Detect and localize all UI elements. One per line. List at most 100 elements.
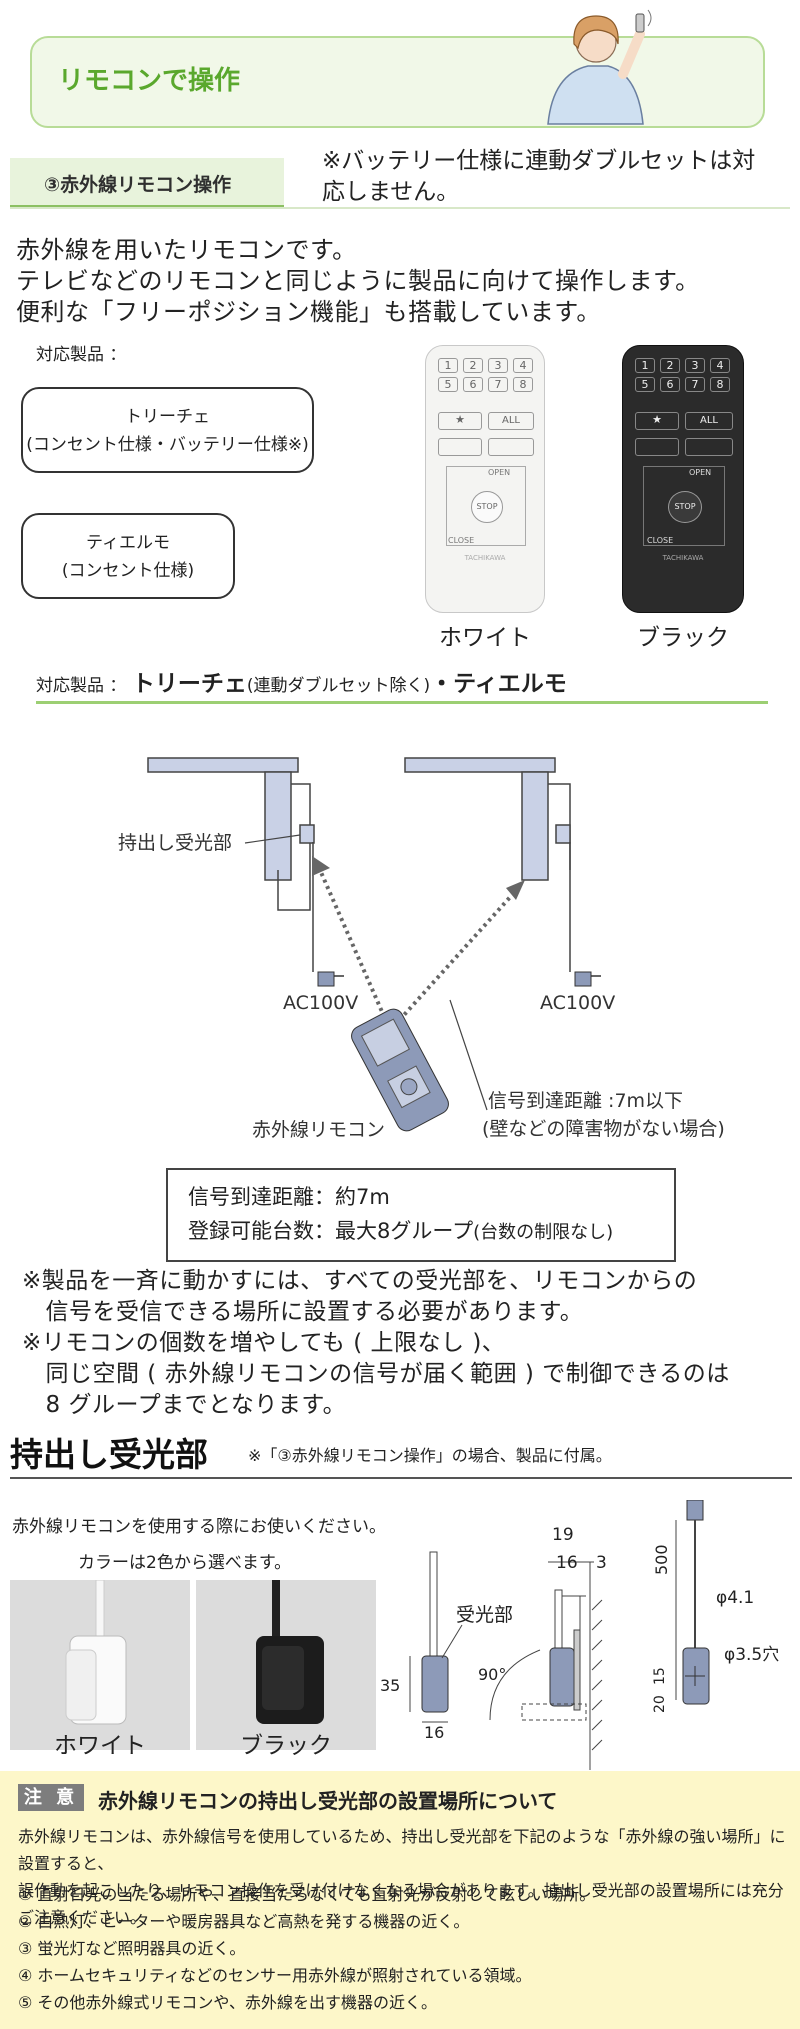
receiver-photo-white [10,1579,190,1750]
remote-diagram-label: 赤外線リモコン [252,1119,386,1141]
dim-15: 15 [652,1667,668,1685]
product-detail: (コンセント仕様・バッテリー仕様※) [26,435,309,455]
brand-label: TACHIKAWA [662,554,704,562]
use-text: 赤外線リモコンを使用する際にお使いください。 [12,1517,386,1537]
remote-key: 6 [463,377,483,392]
remote-key: 2 [660,358,680,373]
installation-diagram [147,757,601,1132]
dim-phi35: φ3.5穴 [724,1645,780,1665]
signal-condition-label: (壁などの障害物がない場合) [482,1118,725,1140]
receiver-photo-black [196,1580,376,1750]
remote-key: 4 [710,358,730,373]
remote-key: 5 [635,377,655,392]
remote-white: 1 2 3 4 5 6 7 8 ★ ALL STOP OPEN CLOSE TA… [425,345,545,613]
caution-item: ① 直射日光の当たる場所や、直接当たらなくても直射光が反射して眩しい場所。 [18,1885,596,1904]
remote-key: 8 [710,377,730,392]
product-name: トリーチェ [125,407,210,427]
page-title: リモコンで操作 [58,66,241,96]
product-name: ティエルモ [86,533,170,553]
direction-pad: STOP [643,466,725,546]
section-tab [10,158,284,208]
remote-caption-white: ホワイト [439,625,531,651]
ac-label-right: AC100V [540,992,616,1014]
dimension-drawing [409,1500,710,1770]
open-label: OPEN [689,468,712,477]
open-label: OPEN [488,468,511,477]
stop-key: STOP [471,491,503,523]
remote-key: 6 [660,377,680,392]
caution-body: 赤外線リモコンは、赤外線信号を使用しているため、持出し受光部を下記のような「赤外… [18,1823,794,1931]
dim-500: 500 [652,1544,671,1575]
remote-caption-black: ブラック [637,625,729,651]
all-key: ALL [685,412,733,430]
note-line: ※製品を一斉に動かすには、すべての受光部を、リモコンからの [22,1268,698,1294]
black-receiver-image [256,1580,324,1724]
product-box-toriche: トリーチェ (コンセント仕様・バッテリー仕様※) [21,387,314,473]
remote-key: 4 [513,358,533,373]
dim-19: 19 [552,1525,574,1545]
note-line: ※リモコンの個数を増やしても ( 上限なし )、 [22,1330,506,1356]
caution-item: ④ ホームセキュリティなどのセンサー用赤外線が照射されている領域。 [18,1966,532,1985]
supported-end: ・ティエルモ [430,671,567,697]
remote-key: 8 [513,377,533,392]
supported-prefix: 対応製品 ： [36,676,127,696]
receiver-section-title: 持出し受光部 [10,1435,208,1474]
direction-pad: STOP [446,466,526,546]
receiver-section-note: ※「③赤外線リモコン操作」の場合、製品に付属。 [248,1446,612,1465]
tilt-left-key [635,438,679,456]
star-key: ★ [438,412,482,430]
caution-badge: 注 意 [18,1784,84,1811]
section-divider [10,207,790,209]
supported-products-line: 対応製品 ： トリーチェ(連動ダブルセット除く)・ティエルモ [36,664,567,698]
note-line: 8 グループまでとなります。 [22,1392,347,1418]
product-detail: (コンセント仕様) [61,561,195,581]
caution-body-line: 誤作動を起こしたり、リモコン操作を受け付けなくなる場合があります。持出し受光部の… [18,1881,784,1927]
note-line: 同じ空間 ( 赤外線リモコンの信号が届く範囲 ) で制御できるのは [22,1361,730,1387]
receiver-section-rule [10,1477,792,1479]
signal-distance-label: 信号到達距離 :7m以下 [488,1090,684,1112]
remote-black: 1 2 3 4 5 6 7 8 ★ ALL STOP OPEN CLOSE TA… [622,345,744,613]
all-key: ALL [488,412,534,430]
dim-phi41: φ4.1 [716,1588,755,1608]
tilt-right-key [685,438,733,456]
note-line: 信号を受信できる場所に設置する必要があります。 [22,1299,584,1325]
product-box-tielmo: ティエルモ (コンセント仕様) [21,513,235,599]
supported-paren: (連動ダブルセット除く) [246,676,431,696]
caution-item: ⑤ その他赤外線式リモコンや、赤外線を出す機器の近く。 [18,1993,437,2012]
star-key: ★ [635,412,679,430]
tilt-left-key [438,438,482,456]
supported-main: トリーチェ [131,671,247,697]
remote-key: 3 [488,358,508,373]
remote-key: 2 [463,358,483,373]
stop-key: STOP [668,491,702,523]
dim-angle: 90° [478,1665,507,1684]
caution-title: 赤外線リモコンの持出し受光部の設置場所について [98,1789,558,1813]
receiver-label: 持出し受光部 [118,832,233,854]
spec-box: 信号到達距離：約7m 登録可能台数：最大8グループ(台数の制限なし) [166,1168,676,1262]
remote-key: 7 [488,377,508,392]
dim-w16: 16 [424,1723,445,1742]
spec-groups: 登録可能台数：最大8グループ [188,1219,474,1243]
color-text: カラーは2色から選べます。 [78,1553,292,1573]
dim-16: 16 [556,1553,578,1573]
section-tab-label: ③赤外線リモコン操作 [44,174,232,196]
header-banner [30,36,765,128]
intro-text: 赤外線を用いたリモコンです。 テレビなどのリモコンと同じように製品に向けて操作し… [16,235,786,328]
dim-3: 3 [596,1553,607,1573]
woman-illustration-icon [547,9,652,125]
intro-line: 赤外線を用いたリモコンです。 [16,236,357,264]
close-label: CLOSE [647,536,674,545]
intro-line: テレビなどのリモコンと同じように製品に向けて操作します。 [16,267,700,295]
dim-h35: 35 [380,1676,401,1695]
close-label: CLOSE [448,536,475,545]
ac-label-left: AC100V [283,992,359,1014]
remote-key: 1 [635,358,655,373]
green-divider [36,701,768,704]
dim-20: 20 [652,1695,668,1713]
caution-item: ② 白熱灯、ヒーターや暖房器具など高熱を発する機器の近く。 [18,1912,470,1931]
remote-key: 5 [438,377,458,392]
dim-part-label: 受光部 [456,1604,514,1626]
supported-label: 対応製品 ： [36,345,127,365]
battery-note: ※バッテリー仕様に連動ダブルセットは対応しません。 [322,148,756,205]
caution-body-line: 赤外線リモコンは、赤外線信号を使用しているため、持出し受光部を下記のような「赤外… [18,1827,786,1873]
